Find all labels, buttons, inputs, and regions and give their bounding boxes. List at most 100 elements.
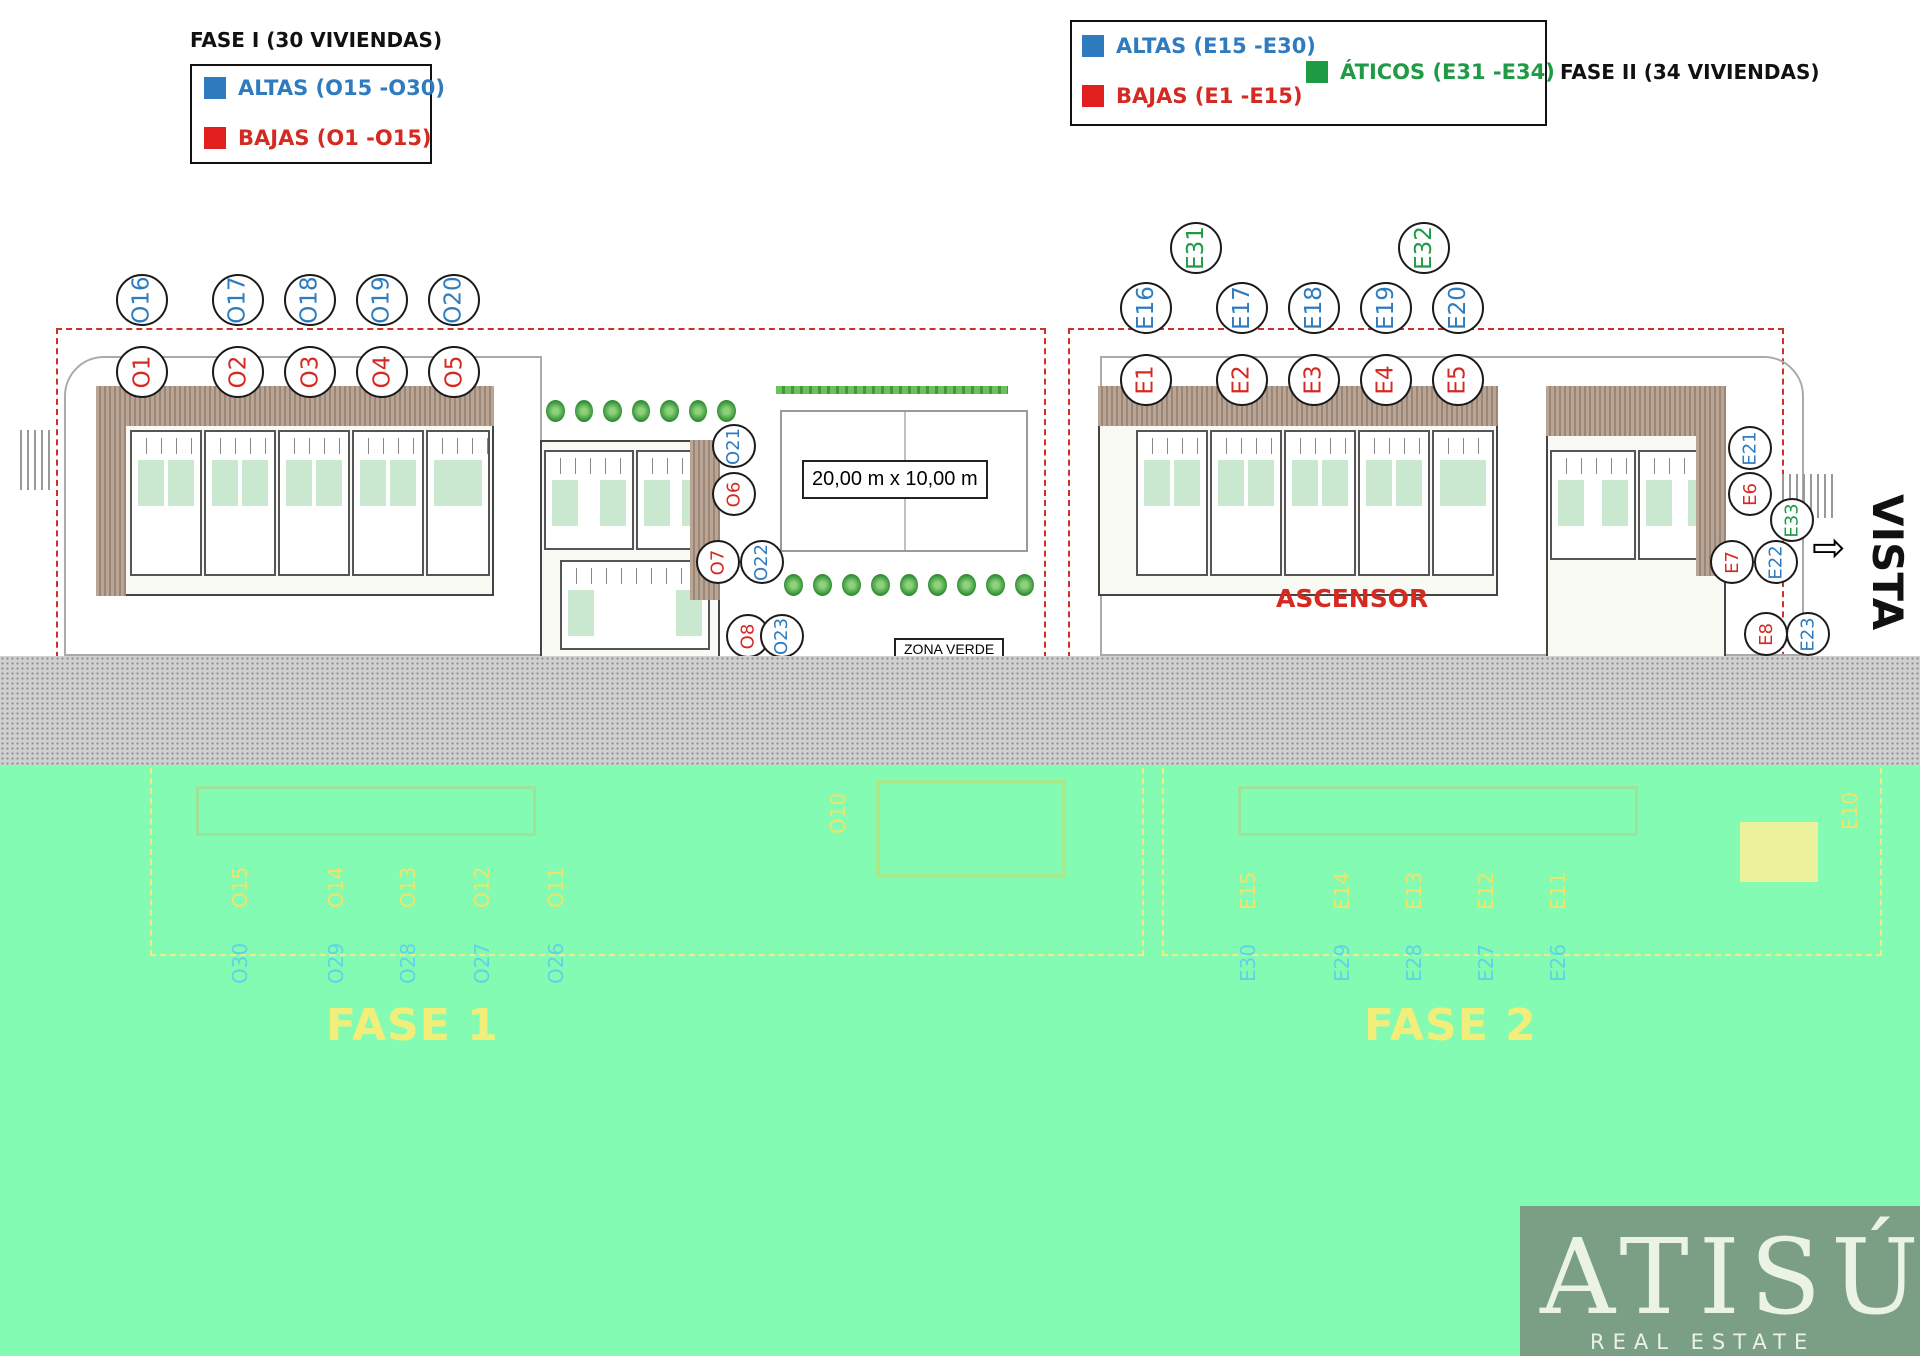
altas-swatch [204,77,226,99]
fase1-unit-block [352,430,424,576]
legend-altas-label-2: ALTAS (E15 -E30) [1116,34,1316,58]
altas-swatch-2 [1082,35,1104,57]
fase2-unit-block [1358,430,1430,576]
ghost-unit-label: O26 [544,942,568,984]
unit-marker-o21: O21 [712,424,756,468]
fase1-unit-block [426,430,490,576]
legend-fase1-title: FASE I (30 VIVIENDAS) [190,28,443,52]
ghost-unit-label: O30 [228,942,252,984]
unit-label: O6 [723,481,745,507]
unit-label: E20 [1445,286,1471,330]
tree-icon [928,574,948,596]
unit-marker-e8: E8 [1744,612,1788,656]
unit-label: E23 [1797,616,1819,652]
bajas-swatch [204,127,226,149]
unit-marker-e32: E32 [1398,222,1450,274]
vista-arrow-icon: ⇨ [1812,526,1846,570]
unit-label: O4 [369,355,395,389]
tree-icon [784,574,803,596]
tree-icon [812,574,832,596]
palm-row-bottom [784,574,1035,600]
unit-label: O17 [225,276,251,324]
unit-marker-o6: O6 [712,472,756,516]
unit-marker-o1: O1 [116,346,168,398]
fase2-unit-block [1432,430,1494,576]
ghost-unit-label: O28 [396,942,420,984]
legend-altas-row: ALTAS (O15 -O30) [204,76,445,100]
unit-marker-e1: E1 [1120,354,1172,406]
unit-label: E31 [1183,226,1209,270]
unit-marker-e19: E19 [1360,282,1412,334]
unit-label: E2 [1228,365,1255,395]
unit-marker-e16: E16 [1120,282,1172,334]
unit-label: O3 [297,355,323,389]
unit-marker-o20: O20 [428,274,480,326]
left-stairs [20,430,54,490]
tree-icon [631,400,651,422]
ghost-unit-label: O13 [396,866,420,908]
bajas-swatch-2 [1082,85,1104,107]
ghost-unit-label: E26 [1546,943,1570,982]
legend-aticos-label: ÁTICOS (E31 -E34) [1340,60,1555,84]
unit-marker-o23: O23 [760,614,804,658]
tree-icon [717,400,737,422]
unit-marker-e4: E4 [1360,354,1412,406]
ghost-unit-label: O15 [228,866,252,908]
ghost-fase2-boundary [1162,768,1882,956]
tree-icon [688,400,708,422]
unit-marker-e22: E22 [1754,540,1798,584]
unit-marker-o17: O17 [212,274,264,326]
unit-marker-o2: O2 [212,346,264,398]
ghost-unit-label: O14 [324,866,348,908]
unit-marker-o5: O5 [428,346,480,398]
tree-icon [899,574,919,596]
ghost-unit-label: E29 [1330,943,1354,982]
unit-label: E33 [1781,502,1803,538]
unit-marker-e7: E7 [1710,540,1754,584]
pool-hedge-top [776,386,1008,394]
tree-icon [986,574,1006,596]
ghost-unit-label: E10 [1838,791,1862,830]
unit-label: O5 [441,355,467,389]
legend-aticos-row: ÁTICOS (E31 -E34) [1306,60,1555,84]
fase1-deck-left [96,386,126,596]
ghost-unit-label: E28 [1402,943,1426,982]
pool-dimensions-label: 20,00 m x 10,00 m [802,460,988,499]
aticos-swatch [1306,61,1328,83]
unit-label: O18 [297,276,323,324]
fase2-unit-block [1284,430,1356,576]
unit-marker-e20: E20 [1432,282,1484,334]
unit-label: E17 [1229,286,1255,330]
fase2-east-deck [1546,386,1726,436]
fase1-unit-block [278,430,350,576]
unit-marker-o3: O3 [284,346,336,398]
ghost-structure [876,780,1066,878]
fase1-label: FASE 1 [326,1000,499,1051]
unit-marker-o16: O16 [116,274,168,326]
unit-label: E16 [1133,286,1159,330]
fase1-unit-block [204,430,276,576]
ghost-unit-label: O11 [544,866,568,908]
unit-marker-e18: E18 [1288,282,1340,334]
logo-tagline: REAL ESTATE [1590,1330,1816,1354]
unit-marker-e6: E6 [1728,472,1772,516]
fase1-unit-block [130,430,202,576]
unit-label: O22 [751,543,773,581]
unit-marker-e31: E31 [1170,222,1222,274]
unit-label: E22 [1765,544,1787,580]
gray-dotted-band [0,656,1920,780]
unit-label: O1 [129,355,155,389]
palm-row-top [546,400,737,426]
ghost-unit-label: E30 [1236,943,1260,982]
legend-fase1: ALTAS (O15 -O30) BAJAS (O1 -O15) [190,64,445,164]
fase2-unit-block [1210,430,1282,576]
unit-label: E3 [1300,365,1327,395]
unit-label: E19 [1373,286,1399,330]
ghost-structure [196,786,536,836]
unit-marker-e2: E2 [1216,354,1268,406]
unit-label: E5 [1444,365,1471,395]
unit-label: O7 [707,549,729,575]
unit-label: O20 [441,276,467,324]
ghost-unit-label: E11 [1546,871,1570,910]
legend-altas-label: ALTAS (O15 -O30) [238,76,445,100]
